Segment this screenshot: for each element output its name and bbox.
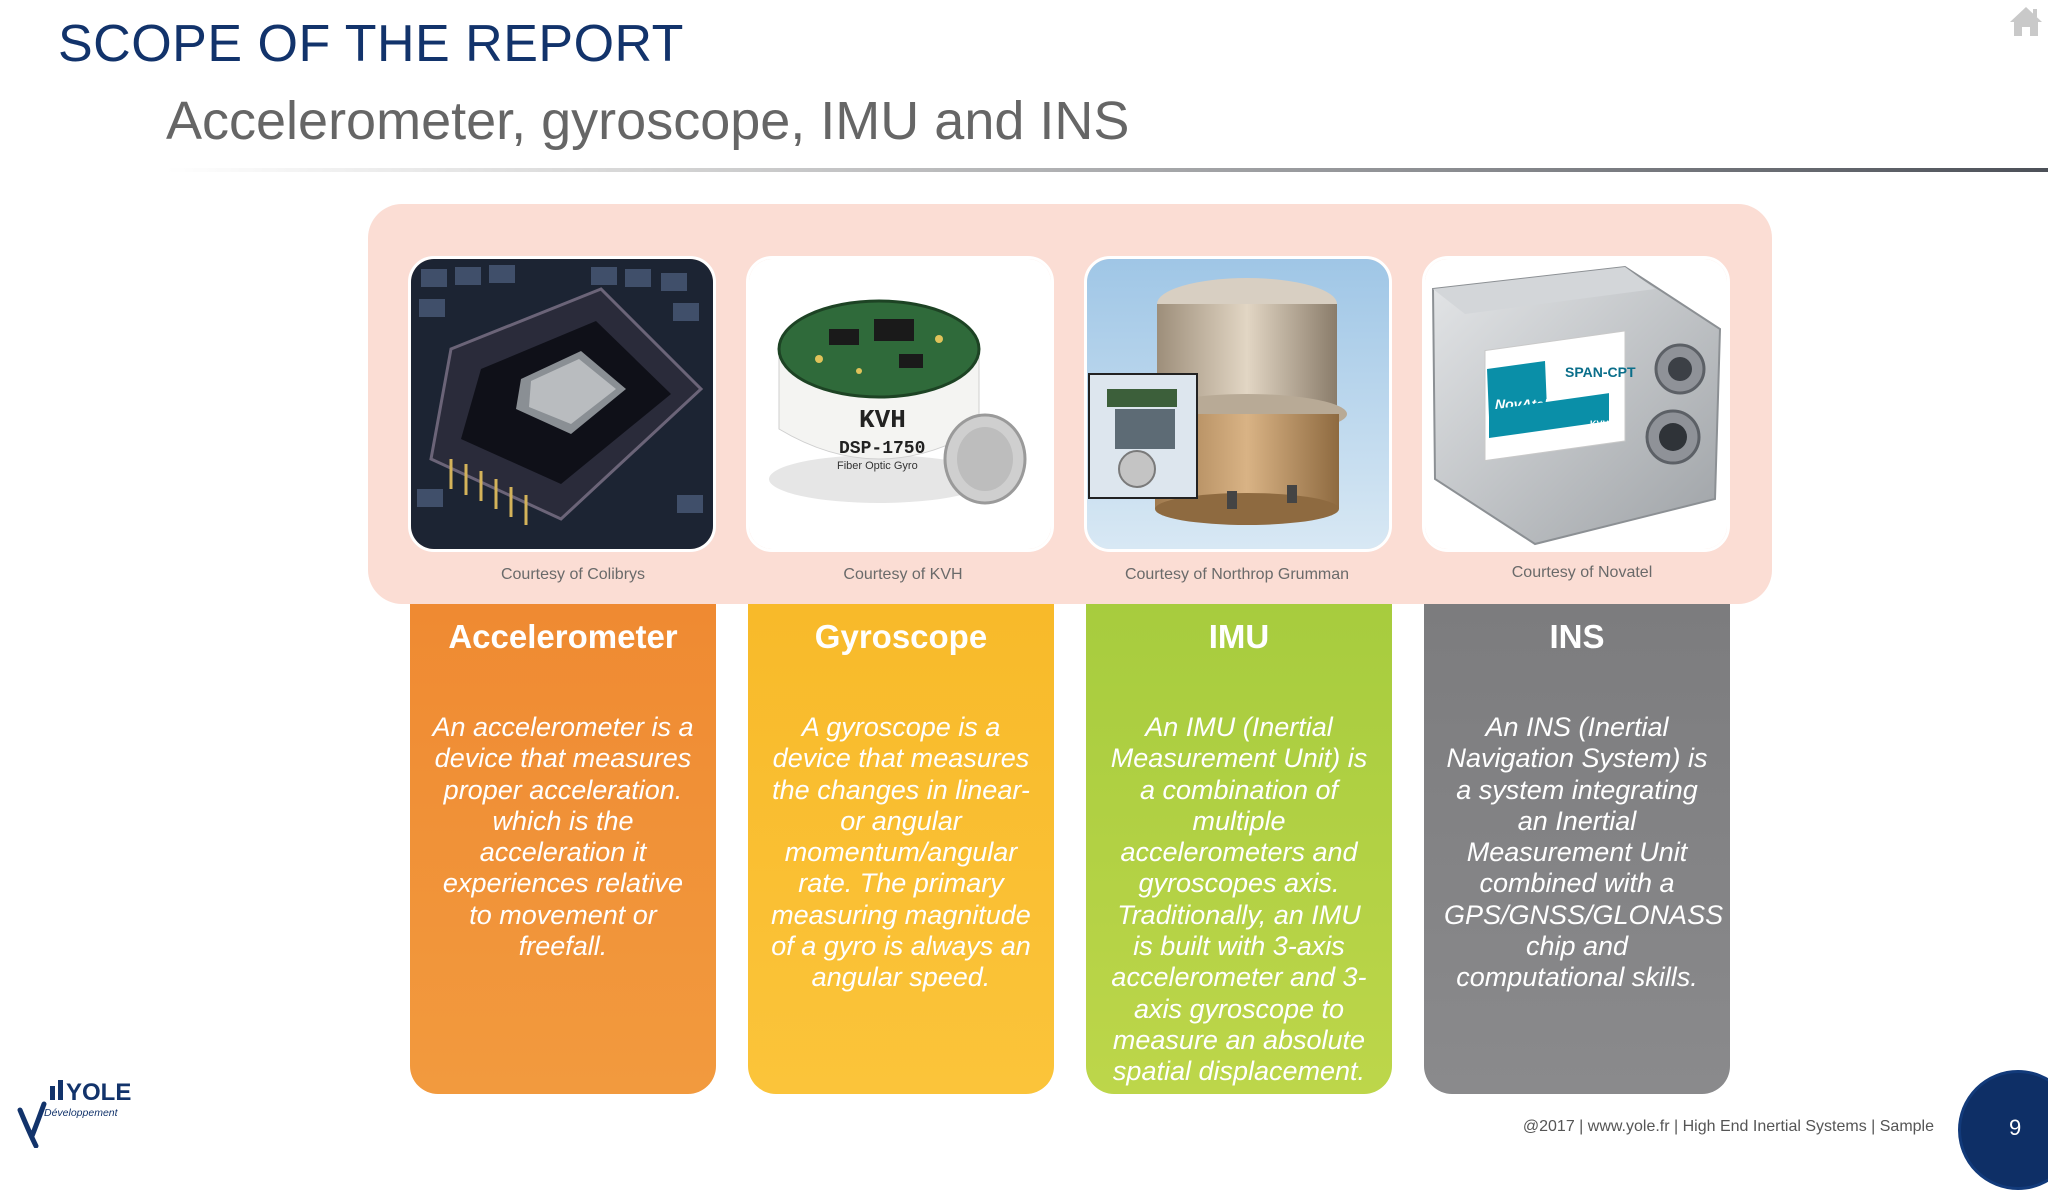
home-icon[interactable] xyxy=(2006,2,2046,42)
card-title: INS xyxy=(1549,618,1605,655)
gyroscope-card: Gyroscope A gyroscope is a device that m… xyxy=(748,604,1054,1094)
accelerometer-photo xyxy=(408,256,716,552)
caption-kvh: Courtesy of KVH xyxy=(843,566,963,583)
logo-subtext: Développement xyxy=(44,1107,119,1119)
imu-photo xyxy=(1084,256,1392,552)
caption-northrop-grumman: Courtesy of Northrop Grumman xyxy=(1124,566,1350,583)
footer-text: @2017 | www.yole.fr | High End Inertial … xyxy=(1522,1118,1934,1135)
card-description: An accelerometer is a device that measur… xyxy=(432,712,694,962)
ins-photo: NovAtel SPAN-CPT KVH xyxy=(1422,256,1730,552)
page-number: 9 xyxy=(2009,1115,2022,1140)
caption-colibrys: Courtesy of Colibrys xyxy=(500,566,646,583)
ins-partner-label: KVH xyxy=(1590,419,1609,429)
card-description: A gyroscope is a device that measures th… xyxy=(771,712,1031,993)
gyro-model-label: DSP-1750 xyxy=(839,439,925,459)
logo-wordmark: YOLE xyxy=(66,1079,131,1106)
card-title: Accelerometer xyxy=(448,618,678,655)
page-title: SCOPE OF THE REPORT xyxy=(58,15,684,73)
card-title: Gyroscope xyxy=(814,618,988,655)
imu-card: IMU An IMU (Inertial Measurement Unit) i… xyxy=(1086,604,1392,1094)
card-description: An IMU (Inertial Measurement Unit) is a … xyxy=(1110,712,1368,1087)
ins-card: INS An INS (Inertial Navigation System) … xyxy=(1424,604,1730,1094)
card-description: An INS (Inertial Navigation System) is a… xyxy=(1444,712,1724,993)
header-divider xyxy=(166,168,2048,172)
ins-product-label: SPAN-CPT xyxy=(1565,364,1636,380)
accelerometer-card: Accelerometer An accelerometer is a devi… xyxy=(410,604,716,1094)
card-title: IMU xyxy=(1208,618,1270,655)
caption-novatel: Courtesy of Novatel xyxy=(1511,564,1653,581)
yole-logo: YOLE Développement xyxy=(17,1079,131,1148)
page-number-badge: 9 xyxy=(1958,1070,2048,1190)
gyro-sub-label: Fiber Optic Gyro xyxy=(837,460,918,472)
gyroscope-photo: KVH DSP-1750 Fiber Optic Gyro xyxy=(746,256,1054,552)
page-subtitle: Accelerometer, gyroscope, IMU and INS xyxy=(166,91,1130,151)
gyro-brand-label: KVH xyxy=(859,405,906,435)
